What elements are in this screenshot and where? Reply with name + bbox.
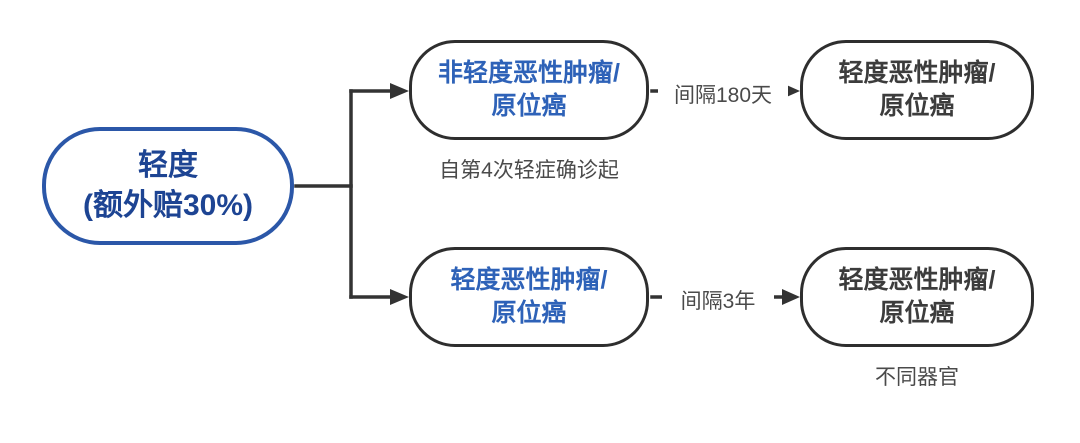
node-mild-malignant-tumor-source: 轻度恶性肿瘤/ 原位癌 xyxy=(409,247,649,347)
node-mild-malignant-tumor-target-top: 轻度恶性肿瘤/ 原位癌 xyxy=(800,40,1034,140)
node-label-line2: 原位癌 xyxy=(491,299,567,327)
node-mild-malignant-tumor-target-bottom: 轻度恶性肿瘤/ 原位癌 xyxy=(800,247,1034,347)
edge-label-interval-180-days: 间隔180天 xyxy=(658,79,788,109)
root-node-label-line2: (额外赔30%) xyxy=(82,189,254,222)
node-label-line2: 原位癌 xyxy=(491,92,567,120)
node-label-line2: 原位癌 xyxy=(879,92,955,120)
node-label-line1: 轻度恶性肿瘤/ xyxy=(838,59,996,87)
node-label-line2: 原位癌 xyxy=(879,299,955,327)
bottom-branch-arrowhead xyxy=(390,289,409,305)
node-label-line1: 非轻度恶性肿瘤/ xyxy=(438,59,620,87)
bottom-edge-arrowhead xyxy=(782,289,800,305)
note-different-organs: 不同器官 xyxy=(875,366,959,389)
root-node-mild: 轻度 (额外赔30%) xyxy=(42,127,294,245)
note-from-4th-mild-diagnosis: 自第4次轻症确诊起 xyxy=(439,159,619,182)
edge-label-interval-3-years: 间隔3年 xyxy=(662,285,774,315)
top-branch-arrowhead xyxy=(390,83,409,99)
root-node-label-line1: 轻度 xyxy=(138,149,198,183)
node-non-mild-malignant-tumor: 非轻度恶性肿瘤/ 原位癌 xyxy=(409,40,649,140)
node-label-line1: 轻度恶性肿瘤/ xyxy=(450,266,608,294)
node-label-line1: 轻度恶性肿瘤/ xyxy=(838,266,996,294)
